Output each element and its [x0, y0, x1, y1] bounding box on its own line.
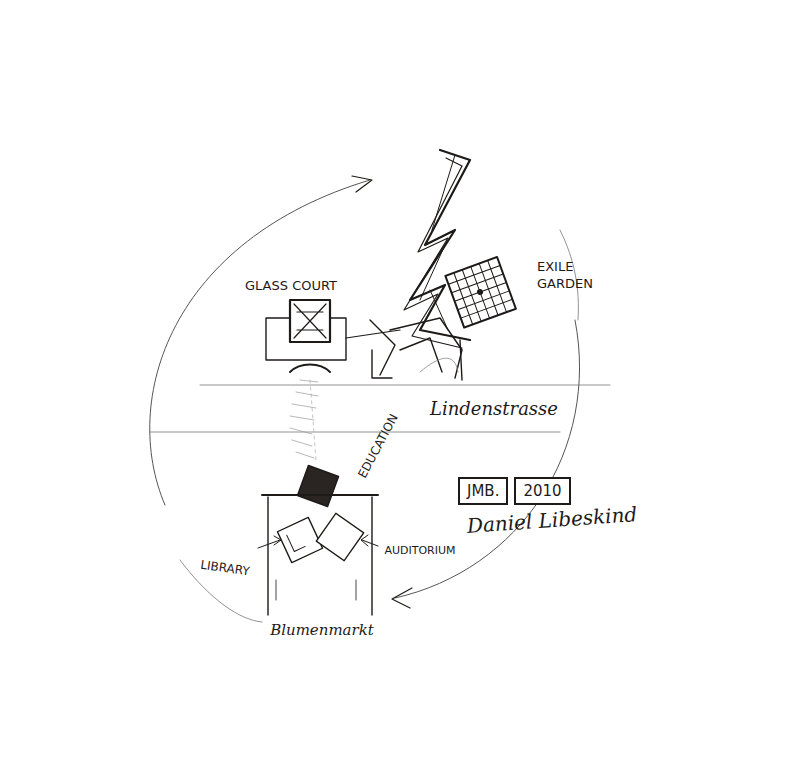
area-label: EDUCATION: [355, 412, 400, 481]
area-label: GLASS COURT: [245, 278, 337, 293]
area-label: LIBRARY: [200, 558, 251, 579]
area-label: EXILE GARDEN: [537, 259, 607, 293]
stamp-text: 2010: [523, 482, 561, 500]
area-label: AUDITORIUM: [384, 544, 455, 557]
street-label: Blumenmarkt: [270, 621, 374, 639]
stamp-box: 2010: [514, 477, 570, 505]
stamp-text: JMB.: [467, 482, 499, 500]
street-label: Lindenstrasse: [430, 398, 558, 419]
stamp-box: JMB.: [458, 477, 508, 505]
signature: Daniel Libeskind: [466, 502, 638, 538]
